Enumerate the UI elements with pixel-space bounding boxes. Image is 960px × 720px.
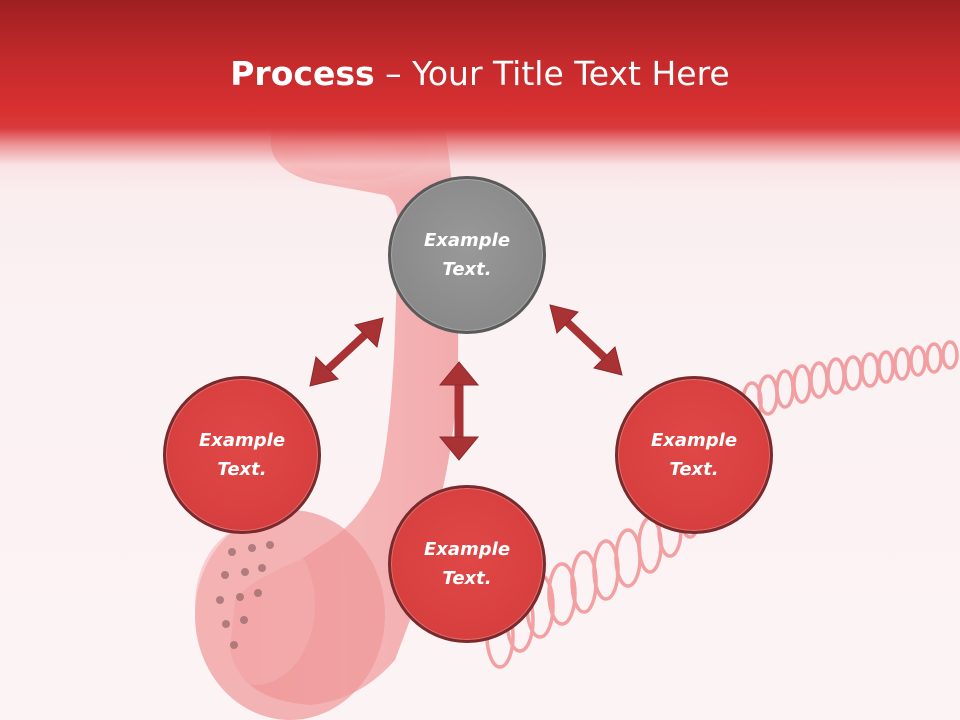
node-bottom: Example Text. <box>388 485 546 643</box>
double-arrow-icon <box>549 304 623 376</box>
title-rest: – Your Title Text Here <box>374 54 730 93</box>
node-right-label: Example Text. <box>650 430 738 480</box>
node-right: Example Text. <box>615 376 773 534</box>
title-bold: Process <box>230 54 375 93</box>
node-left-label: Example Text. <box>198 430 286 480</box>
node-top: Example Text. <box>388 176 546 334</box>
double-arrow-icon <box>438 361 480 461</box>
double-arrow-icon <box>309 317 384 387</box>
slide-title: Process – Your Title Text Here <box>0 52 960 96</box>
node-left: Example Text. <box>163 376 321 534</box>
node-top-label: Example Text. <box>423 230 511 280</box>
header-band <box>0 0 960 190</box>
node-bottom-label: Example Text. <box>423 539 511 589</box>
